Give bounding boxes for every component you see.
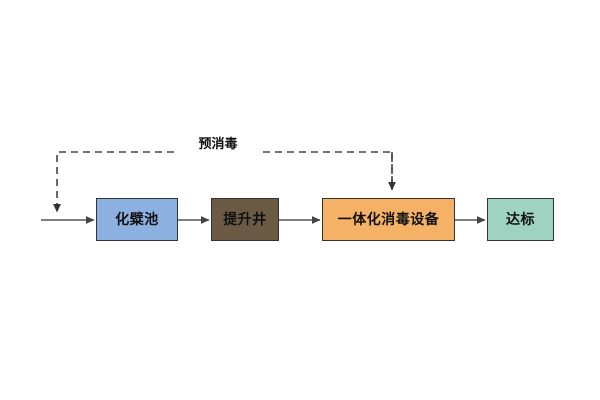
feedback-loop-label: 预消毒 xyxy=(178,137,258,154)
process-node-label: 达标 xyxy=(506,211,535,228)
process-node-label: 提升井 xyxy=(223,211,267,228)
process-node-meets-standard[interactable]: 达标 xyxy=(487,198,554,241)
process-node-label: 化糪池 xyxy=(115,211,159,228)
process-node-lift-well[interactable]: 提升井 xyxy=(211,198,279,241)
process-node-integrated-disinfection-equipment[interactable]: 一体化消毒设备 xyxy=(322,198,455,241)
process-node-label: 一体化消毒设备 xyxy=(337,211,440,228)
process-node-septic-tank[interactable]: 化糪池 xyxy=(96,198,178,241)
